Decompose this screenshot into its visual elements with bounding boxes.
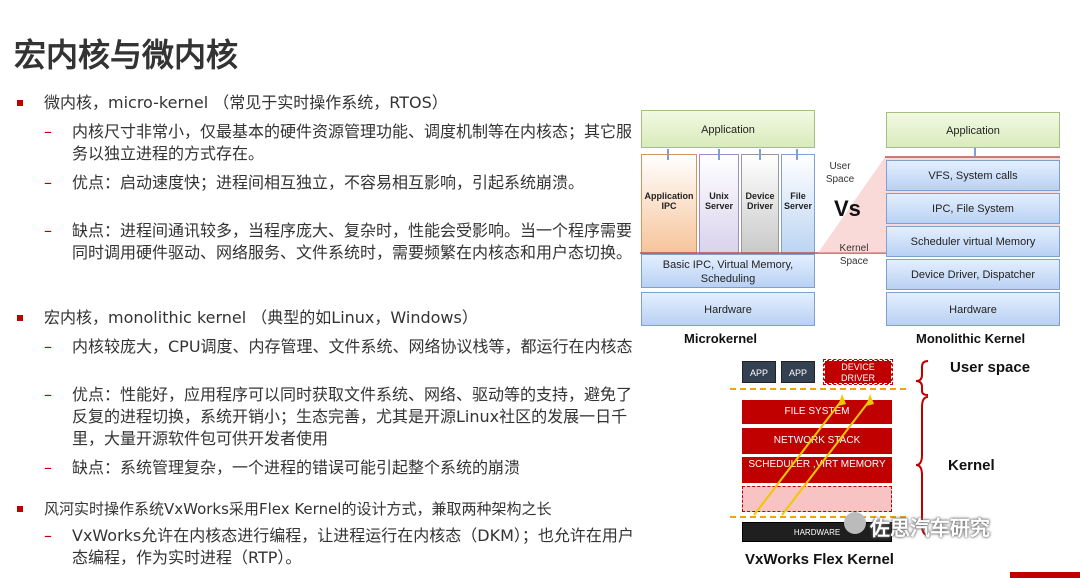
user-space-label: User space (950, 359, 1031, 376)
sub-item: – 缺点：系统管理复杂，一个进程的错误可能引起整个系统的崩溃 (44, 457, 634, 479)
monolithic-kernel-label: Monolithic Kernel (916, 331, 1026, 346)
micro-col-unix-server: Unix Server (699, 154, 739, 254)
dash-marker: – (44, 221, 52, 240)
bullet-marker (17, 100, 23, 106)
sub-item: – 缺点：进程间通讯较多，当程序庞大、复杂时，性能会受影响。当一个程序需要同时调用… (44, 220, 634, 264)
flex-kernel-label: VxWorks Flex Kernel (745, 551, 894, 568)
sub-item: – 优点：性能好，应用程序可以同时获取文件系统、网络、驱动等的支持，避免了反复的进… (44, 384, 634, 450)
dash-marker: – (44, 385, 52, 404)
bullet-heading: 宏内核，monolithic kernel （典型的如Linux，Windows… (44, 308, 478, 327)
sub-item: – 优点：启动速度快；进程间相互独立，不容易相互影响，引起系统崩溃。 (44, 172, 634, 194)
mono-layer-vfs: VFS, System calls (886, 160, 1060, 191)
sub-item-text: 优点：启动速度快；进程间相互独立，不容易相互影响，引起系统崩溃。 (72, 173, 585, 192)
sub-item-text: VxWorks允许在内核态进行编程，让进程运行在内核态（DKM）；也允许在用户态… (72, 526, 634, 567)
dash-marker: – (44, 122, 52, 141)
sub-item: – VxWorks允许在内核态进行编程，让进程运行在内核态（DKM）；也允许在用户… (44, 525, 634, 569)
dash-marker: – (44, 337, 52, 356)
micro-hardware-box: Hardware (641, 292, 815, 326)
microkernel-label: Microkernel (684, 331, 757, 346)
micro-application-box: Application (641, 110, 815, 148)
kernel-label: Kernel (948, 457, 995, 474)
flex-call-arrows (753, 394, 874, 516)
micro-col-device-driver: Device Driver (741, 154, 779, 254)
bullet-heading: 微内核，micro-kernel （常见于实时操作系统，RTOS） (44, 93, 448, 112)
page-title: 宏内核与微内核 (14, 36, 239, 74)
user-space-label: User Space (825, 161, 855, 185)
bullet-heading: 风河实时操作系统VxWorks采用Flex Kernel的设计方式，兼取两种架构… (44, 500, 552, 518)
sub-item-text: 缺点：系统管理复杂，一个进程的错误可能引起整个系统的崩溃 (72, 458, 521, 477)
mono-layer-scheduler: Scheduler virtual Memory (886, 226, 1060, 257)
mono-layer-device-driver: Device Driver, Dispatcher (886, 259, 1060, 290)
user-space-brace (915, 360, 929, 396)
sub-item: – 内核较庞大，CPU调度、内存管理、文件系统、网络协议栈等，都运行在内核态 (44, 336, 634, 358)
flex-app-box: APP (742, 361, 776, 383)
kernel-brace (915, 396, 929, 536)
flex-diagram-lines (730, 360, 929, 536)
dash-marker: – (44, 173, 52, 192)
mono-layer-ipc: IPC, File System (886, 193, 1060, 224)
sub-item: – 内核尺寸非常小，仅最基本的硬件资源管理功能、调度机制等在内核态；其它服务以独立… (44, 121, 634, 165)
mono-hardware-box: Hardware (886, 292, 1060, 326)
corner-accent-bar (1010, 572, 1080, 578)
call-arrow (781, 399, 871, 516)
dash-marker: – (44, 458, 52, 477)
call-arrow-head (838, 394, 846, 406)
bullet-marker (17, 506, 23, 512)
sub-item-text: 内核尺寸非常小，仅最基本的硬件资源管理功能、调度机制等在内核态；其它服务以独立进… (72, 122, 633, 163)
dash-marker: – (44, 526, 52, 545)
micro-col-app-ipc: Application IPC (641, 154, 697, 254)
mono-application-box: Application (886, 112, 1060, 148)
flex-device-driver-box: DEVICE DRIVER (823, 359, 893, 385)
micro-basic-ipc-box: Basic IPC, Virtual Memory, Scheduling (641, 254, 815, 288)
flex-app-box: APP (781, 361, 815, 383)
bullet-marker (17, 315, 23, 321)
watermark-text: 佐思汽车研究 (870, 516, 990, 540)
call-arrow-head (866, 394, 874, 406)
vs-label: Vs (834, 196, 861, 221)
bullet-flex-kernel: 风河实时操作系统VxWorks采用Flex Kernel的设计方式，兼取两种架构… (14, 498, 635, 520)
sub-item-text: 缺点：进程间通讯较多，当程序庞大、复杂时，性能会受影响。当一个程序需要同时调用硬… (72, 221, 633, 262)
bullet-microkernel: 微内核，micro-kernel （常见于实时操作系统，RTOS） (14, 92, 635, 114)
call-arrow (753, 399, 843, 516)
watermark-logo-icon (844, 512, 866, 534)
sub-item-text: 优点：性能好，应用程序可以同时获取文件系统、网络、驱动等的支持，避免了反复的进程… (72, 385, 633, 448)
kernel-space-label: Kernel Space (839, 243, 869, 267)
bullet-monolithic: 宏内核，monolithic kernel （典型的如Linux，Windows… (14, 307, 635, 329)
sub-item-text: 内核较庞大，CPU调度、内存管理、文件系统、网络协议栈等，都运行在内核态 (72, 337, 633, 356)
micro-col-file-server: File Server (781, 154, 815, 254)
